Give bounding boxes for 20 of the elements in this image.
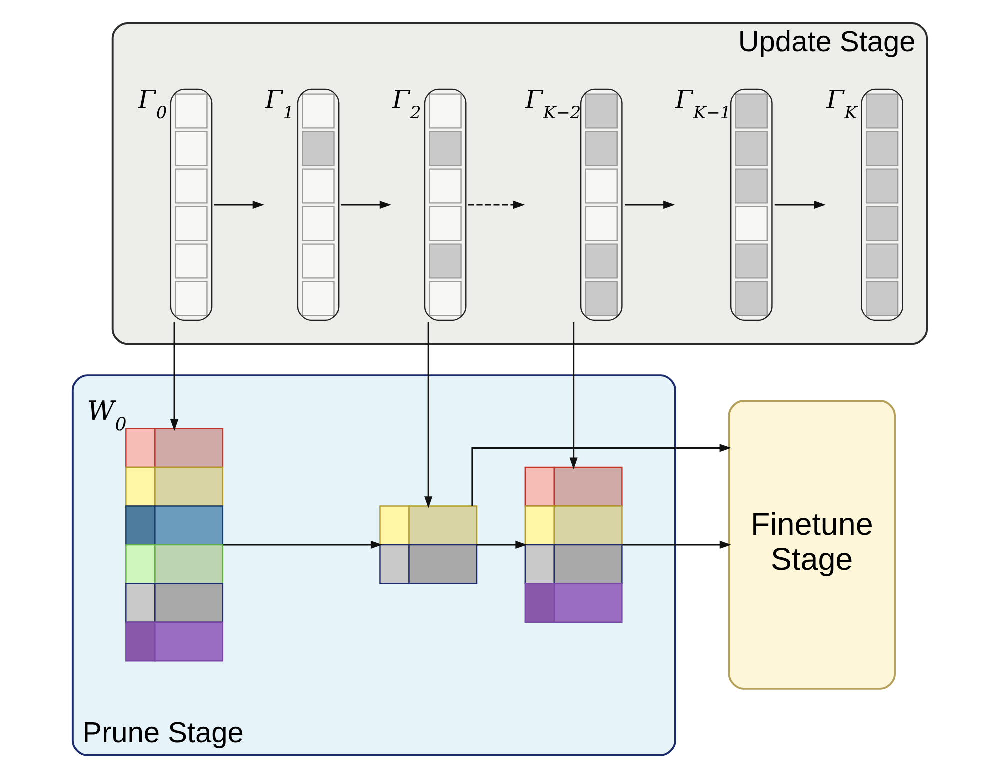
arrow: [214, 200, 264, 209]
arrow: [625, 200, 676, 209]
node-label: Γ$_{K−2}$: [525, 84, 582, 122]
arrow: [477, 540, 528, 549]
arrow: [622, 540, 732, 549]
node-label: Γ$_{K}$: [826, 84, 858, 122]
arrow: [224, 540, 383, 549]
arrow: [570, 322, 578, 469]
node-label: W$_{0}$: [87, 395, 127, 435]
node-label: Γ$_{K−1}$: [675, 84, 732, 122]
arrow: [774, 200, 826, 209]
node-label: Γ$_{1}$: [265, 84, 294, 122]
arrow: [170, 322, 179, 431]
arrow: [341, 200, 392, 209]
node-label: Γ$_{2}$: [392, 84, 422, 122]
arrow: [424, 322, 433, 508]
node-label: Γ$_{0}$: [138, 84, 168, 122]
arrow: [472, 444, 732, 506]
arrow: [468, 200, 526, 209]
node-box: Finetune Stage: [728, 400, 896, 690]
